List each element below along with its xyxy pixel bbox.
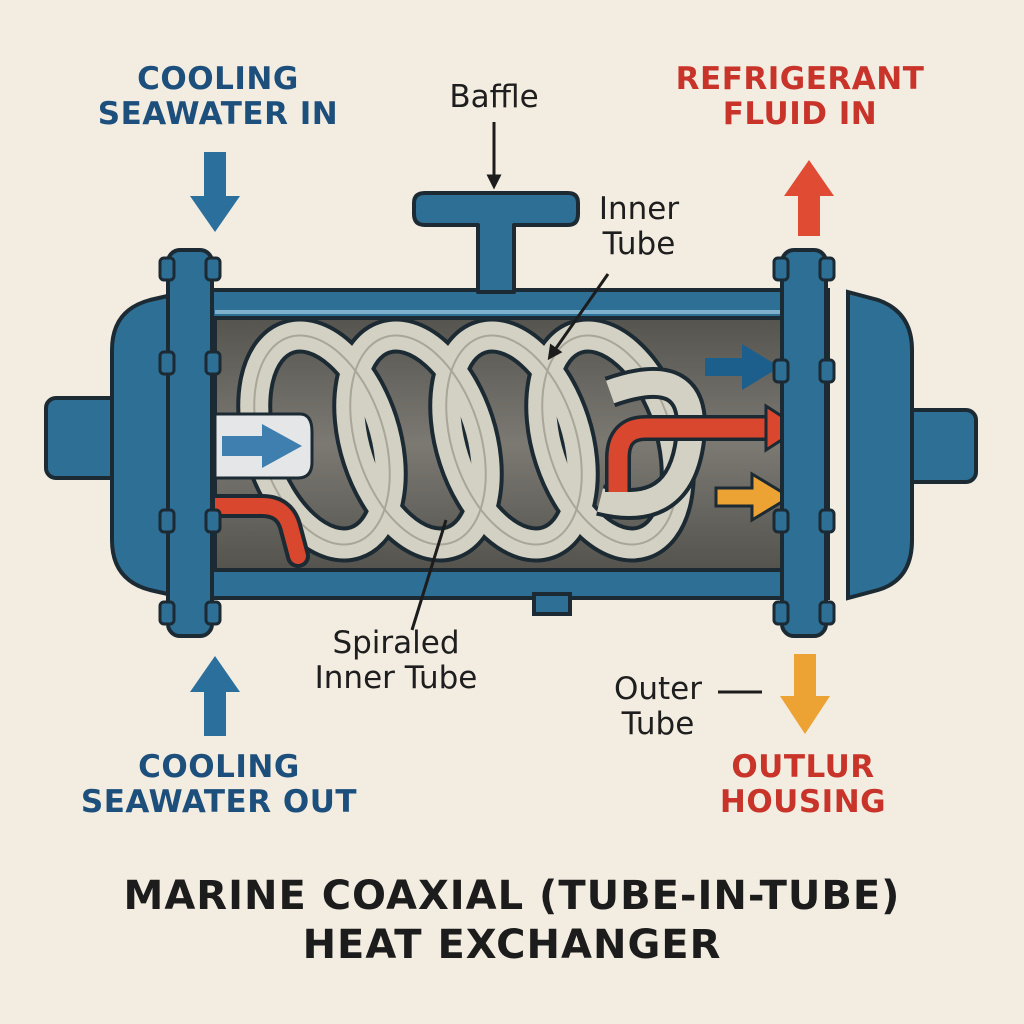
baffle-label: Baffle [424,80,564,115]
cooling-seawater-out-arrow [190,656,240,736]
cooling-seawater-in-label: COOLING SEAWATER IN [96,62,340,131]
outer-tube-line-2: Tube [621,705,695,742]
inner-tube-line-2: Tube [602,225,676,262]
outlet-housing-arrow [780,654,830,734]
outlet-housing-line-2: HOUSING [719,783,887,820]
inner-tube-line-1: Inner [598,191,680,227]
outlet-housing-line-1: OUTLUR [731,749,875,785]
flange-bolts [158,256,836,626]
refrigerant-fluid-in-line-1: REFRIGERANT [675,61,925,97]
right-end-cap [846,289,914,601]
outer-tube-line-1: Outer [613,671,703,707]
refrigerant-fluid-in-arrow [784,160,834,236]
baffle [412,191,580,294]
spiraled-inner-tube-label: Spiraled Inner Tube [296,626,496,695]
baffle-label-text: Baffle [449,79,539,115]
drain-stub [532,592,572,616]
spiraled-inner-tube-line-2: Inner Tube [314,659,478,696]
left-flange [166,248,214,638]
cooling-seawater-out-line-2: SEAWATER OUT [80,783,358,820]
diagram-title: MARINE COAXIAL (TUBE-IN-TUBE) HEAT EXCHA… [0,872,1024,970]
right-flange [780,248,828,638]
cooling-seawater-in-line-2: SEAWATER IN [97,95,339,132]
outlet-flow-arrow [714,471,793,523]
inner-tube-leader [547,273,610,361]
diagram-title-line-1: MARINE COAXIAL (TUBE-IN-TUBE) [123,873,901,919]
cooling-seawater-out-label: COOLING SEAWATER OUT [74,750,364,819]
outer-tube-label: Outer Tube [600,672,716,741]
diagram-title-line-2: HEAT EXCHANGER [302,921,722,968]
cooling-seawater-in-arrow [190,152,240,232]
seawater-outlet-flow-arrow [705,344,780,390]
spiraled-inner-tube-leader [410,519,448,631]
refrigerant-fluid-in-label: REFRIGERANT FLUID IN [660,62,940,131]
cooling-seawater-in-line-1: COOLING [137,61,299,97]
inner-tube-label: Inner Tube [584,192,694,261]
spiraled-inner-tube-line-1: Spiraled [332,625,460,661]
cooling-seawater-out-line-1: COOLING [138,749,300,785]
seawater-inlet-flow-arrow [222,424,302,468]
refrigerant-fluid-in-line-2: FLUID IN [722,95,878,132]
outlet-housing-label: OUTLUR HOUSING [706,750,900,819]
